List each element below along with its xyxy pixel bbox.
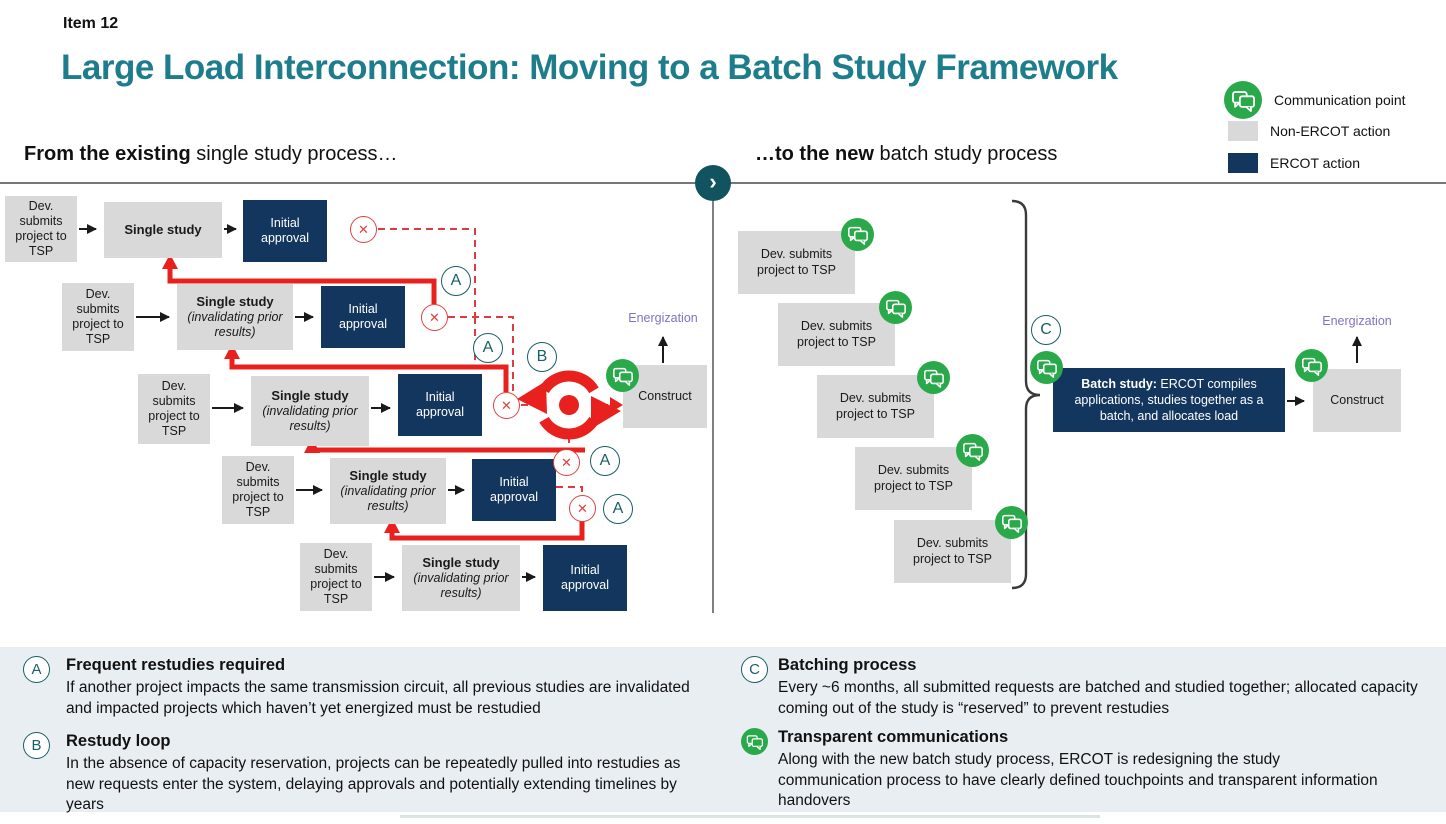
batch-bracket — [1011, 199, 1041, 590]
batch-study-box: Batch study: ERCOT compiles applications… — [1053, 368, 1285, 432]
legend-label: Communication point — [1274, 91, 1406, 108]
legend-label: ERCOT action — [1270, 154, 1360, 171]
restudy-loop-icon — [517, 370, 621, 440]
energization-label: Energization — [1322, 314, 1392, 328]
right-section-heading: …to the new batch study process — [755, 143, 1057, 166]
non-ercot-swatch — [1228, 120, 1258, 141]
marker-c: C — [741, 656, 768, 683]
single-study-box: Single study (invalidating prior results… — [402, 545, 520, 611]
dev-submit-box: Dev. submits project to TSP — [5, 196, 77, 262]
study-label: Single study — [422, 554, 500, 570]
dev-submit-box: Dev. submits project to TSP — [222, 456, 294, 524]
communication-icon — [1030, 351, 1063, 384]
single-study-box: Single study (invalidating prior results… — [251, 376, 369, 446]
slide-kicker: Item 12 — [63, 15, 119, 32]
initial-approval-box: Initial approval — [543, 545, 627, 611]
study-note: (invalidating prior results) — [187, 309, 283, 339]
callout-body: Along with the new batch study process, … — [778, 751, 1378, 810]
study-note: (invalidating prior results) — [413, 570, 509, 600]
dev-submit-box: Dev. submits project to TSP — [894, 520, 1011, 583]
dev-submit-box: Dev. submits project to TSP — [62, 283, 134, 351]
legend-label: Non-ERCOT action — [1270, 122, 1391, 139]
communication-icon — [1295, 349, 1328, 382]
callout-body: Every ~6 months, all submitted requests … — [778, 679, 1418, 717]
marker-a: A — [473, 333, 503, 363]
callout-body: In the absence of capacity reservation, … — [66, 755, 681, 814]
right-heading-bold: …to the new — [755, 143, 874, 165]
dev-submit-box: Dev. submits project to TSP — [855, 447, 972, 510]
callout-title: Batching process — [778, 656, 917, 674]
communication-icon — [995, 506, 1028, 539]
communication-icon — [879, 291, 912, 324]
marker-a: A — [23, 656, 50, 683]
invalidated-x-icon: ✕ — [493, 392, 520, 419]
ercot-swatch — [1228, 152, 1258, 173]
study-note: (invalidating prior results) — [340, 483, 436, 513]
invalidated-x-icon: ✕ — [569, 495, 596, 522]
single-study-box: Single study (invalidating prior results… — [177, 284, 293, 350]
chevron-right-icon: › — [695, 165, 731, 201]
right-heading-rest: batch study process — [873, 143, 1058, 165]
initial-approval-box: Initial approval — [243, 200, 327, 262]
callout-panel — [0, 647, 1446, 812]
single-study-box: Single study — [104, 202, 222, 258]
communication-icon — [741, 728, 768, 755]
left-section-heading: From the existing single study process… — [24, 143, 397, 166]
marker-a: A — [603, 494, 633, 524]
invalidated-x-icon: ✕ — [350, 216, 377, 243]
initial-approval-box: Initial approval — [398, 374, 482, 436]
dev-submit-box: Dev. submits project to TSP — [778, 303, 895, 366]
study-note: (invalidating prior results) — [262, 403, 358, 433]
communication-icon — [841, 218, 874, 251]
marker-b: B — [527, 342, 557, 372]
marker-a: A — [590, 446, 620, 476]
initial-approval-box: Initial approval — [472, 459, 556, 521]
study-label: Single study — [124, 222, 202, 238]
page-title: Large Load Interconnection: Moving to a … — [61, 48, 1118, 87]
dev-submit-box: Dev. submits project to TSP — [138, 374, 210, 444]
callout-title: Frequent restudies required — [66, 656, 286, 674]
communication-icon — [917, 361, 950, 394]
single-study-box: Single study (invalidating prior results… — [330, 458, 446, 524]
dev-submit-box: Dev. submits project to TSP — [817, 375, 934, 438]
left-heading-rest: single study process… — [190, 143, 398, 165]
marker-c: C — [1031, 315, 1061, 345]
initial-approval-box: Initial approval — [321, 286, 405, 348]
dev-submit-box: Dev. submits project to TSP — [300, 543, 372, 611]
left-heading-bold: From the existing — [24, 143, 191, 165]
legend: Communication point Non-ERCOT action ERC… — [1224, 86, 1406, 176]
communication-icon — [956, 434, 989, 467]
marker-b: B — [23, 732, 50, 759]
legend-ercot: ERCOT action — [1224, 149, 1406, 176]
construct-box: Construct — [1313, 369, 1401, 432]
dev-submit-box: Dev. submits project to TSP — [738, 231, 855, 294]
energization-label: Energization — [628, 311, 698, 325]
batch-label-rest: ERCOT compiles applications, studies tog… — [1074, 376, 1264, 424]
study-label: Single study — [271, 387, 349, 403]
callout-body: If another project impacts the same tran… — [66, 679, 690, 717]
marker-a: A — [441, 266, 471, 296]
study-label: Single study — [349, 467, 427, 483]
study-label: Single study — [196, 293, 274, 309]
footer-accent — [400, 815, 1100, 818]
invalidated-x-icon: ✕ — [421, 304, 448, 331]
legend-non-ercot: Non-ERCOT action — [1224, 117, 1406, 144]
batch-label-bold: Batch study: — [1081, 376, 1157, 391]
callout-title: Restudy loop — [66, 732, 171, 750]
invalidated-x-icon: ✕ — [553, 449, 580, 476]
communication-icon — [606, 359, 639, 392]
legend-communication-point: Communication point — [1224, 86, 1406, 113]
callout-title: Transparent communications — [778, 728, 1009, 746]
